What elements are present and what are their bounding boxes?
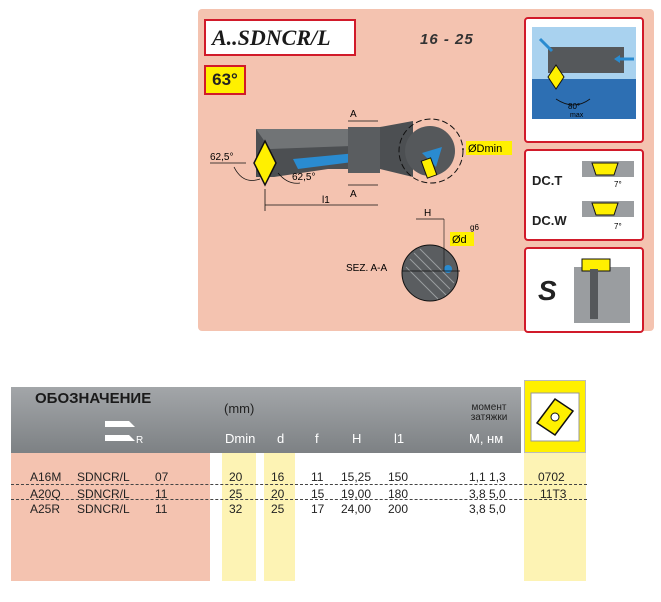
seat-types-box: DC.T DC.W 7° 7° <box>524 149 644 241</box>
torque-header: момент затяжки <box>470 402 508 423</box>
clamp-type-label: S <box>538 275 557 306</box>
operation-diagram-box: 80° max <box>524 17 644 143</box>
units-label: (mm) <box>224 401 255 416</box>
size-range: 16 - 25 <box>420 31 474 48</box>
insert-column-header <box>524 380 586 453</box>
hand-orientation-icon: R <box>105 421 143 446</box>
col-header-l1: l1 <box>394 431 405 446</box>
table-row: A16M SDNCR/L 07 20 16 11 15,25 150 1,1 1… <box>30 470 565 484</box>
row-separator <box>11 499 587 500</box>
clearance-angle: 80° <box>568 102 580 111</box>
table-row: A20Q SDNCR/L 11 25 20 15 19,00 180 3,8 5… <box>30 487 567 501</box>
dct-label: DC.T <box>532 173 563 188</box>
clamp-type-box: S <box>524 247 644 333</box>
approach-angle-badge: 63° <box>204 65 246 95</box>
seat-shape-icons: 7° 7° <box>582 161 634 231</box>
dmin-column-bg <box>222 453 256 581</box>
row-separator <box>11 484 587 485</box>
col-header-d: d <box>277 431 285 446</box>
tool-spec-card: A..SDNCR/L 16 - 25 63° <box>198 9 654 333</box>
clearance-max: max <box>570 112 584 119</box>
dim-l1: l1 <box>322 195 330 206</box>
tool-title: A..SDNCR/L <box>204 19 356 56</box>
screw-clamp-icon <box>574 258 630 323</box>
col-header-dmin: Dmin <box>225 431 256 446</box>
dim-h: H <box>424 208 431 219</box>
col-header-h: H <box>352 431 362 446</box>
dim-d: Ød <box>452 234 467 246</box>
seat-angle-2: 7° <box>614 222 622 231</box>
col-header-torque: M, нм <box>469 431 504 446</box>
seat-angle-1: 7° <box>614 180 622 189</box>
dim-dmin: ØDmin <box>468 143 502 155</box>
table-row: A25R SDNCR/L 11 32 25 17 24,00 200 3,8 5… <box>30 502 506 516</box>
boring-operation-icon: 80° max <box>532 27 636 119</box>
d-column-bg <box>264 453 295 581</box>
angle-label-2: 62,5° <box>292 172 315 183</box>
dcw-label: DC.W <box>532 213 567 228</box>
icon-r-label: R <box>136 435 143 446</box>
section-aa <box>401 218 460 302</box>
bar-end-view <box>398 118 464 184</box>
col-header-f: f <box>315 431 319 446</box>
section-label: SEZ. A-A <box>346 263 387 274</box>
tolerance-g6: g6 <box>470 223 479 232</box>
designation-column-bg <box>11 453 210 581</box>
angle-label-1: 62,5° <box>210 152 233 163</box>
insert-column-bg <box>524 453 586 581</box>
boring-bar-side-view <box>256 121 413 177</box>
dim-a-bottom: A <box>350 189 357 200</box>
designation-header: ОБОЗНАЧЕНИЕ <box>35 390 152 407</box>
insert-shape-icon <box>530 392 580 442</box>
dim-a-top: A <box>350 109 357 120</box>
table-header: ОБОЗНАЧЕНИЕ R (mm) момент затяжки Dmin d… <box>11 387 521 453</box>
insert-diamond <box>253 139 277 187</box>
tool-drawing: A A 62,5° 62,5° l1 ØDmin H Ød g6 SEZ. A-… <box>210 109 512 302</box>
